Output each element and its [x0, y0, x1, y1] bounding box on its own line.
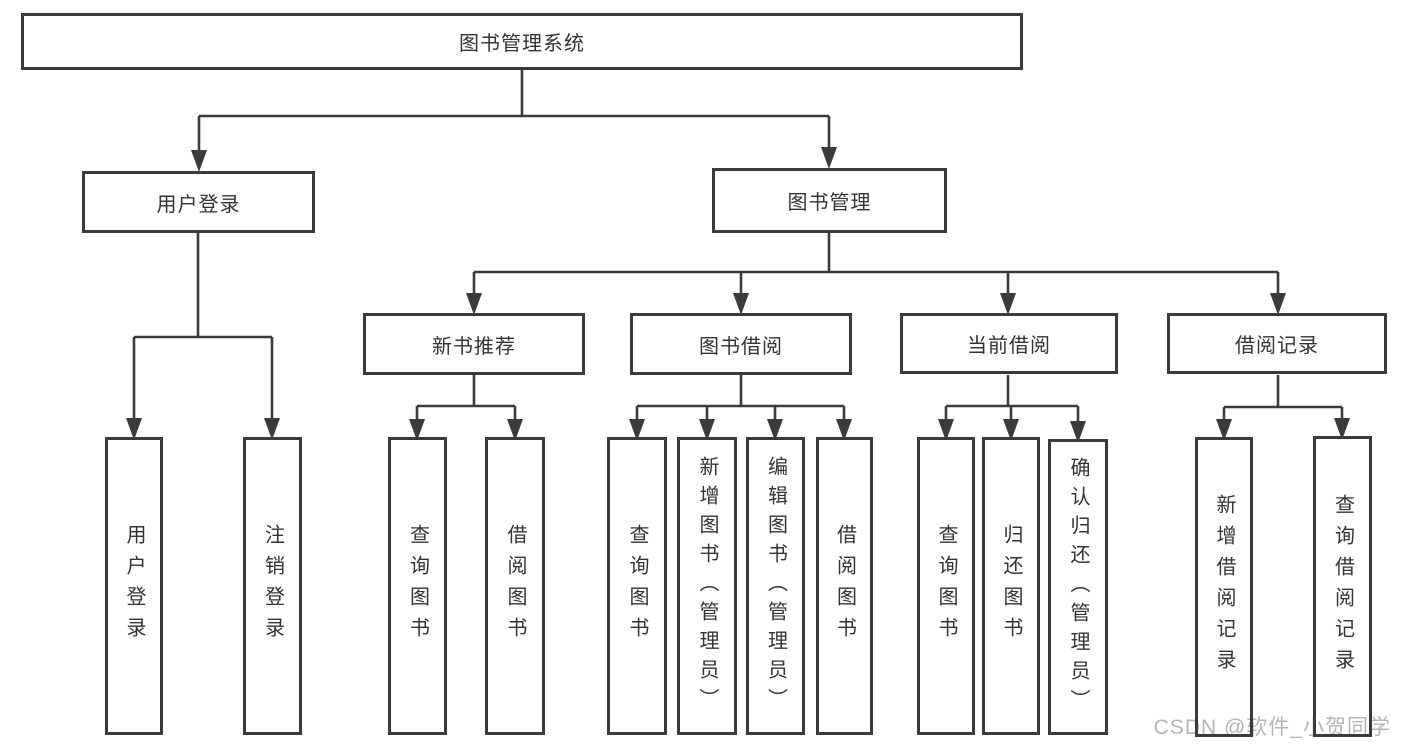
node-current-borrowing: 当前借阅: [900, 313, 1118, 374]
leaf-confirm-return-admin: 确认归还（管理员）: [1048, 439, 1108, 735]
csdn-watermark: CSDN @软件_小贺同学: [1153, 716, 1391, 739]
leaf-user-login: 用户登录: [105, 437, 163, 735]
connector-book-borrowing: [629, 375, 852, 441]
connector-root: [191, 69, 837, 172]
connector-current-borrowing: [938, 375, 1086, 443]
node-user-login: 用户登录: [82, 171, 315, 233]
connector-borrowing-records: [1216, 375, 1350, 441]
leaf-borrow-books-recommend: 借阅图书: [485, 437, 545, 735]
leaf-add-book-admin: 新增图书（管理员）: [677, 437, 737, 735]
leaf-return-book: 归还图书: [982, 437, 1040, 735]
leaf-query-books-current: 查询图书: [917, 437, 975, 735]
node-library-management-system: 图书管理系统: [21, 13, 1023, 70]
connector-book-management: [466, 233, 1286, 315]
leaf-add-borrow-record: 新增借阅记录: [1195, 437, 1253, 737]
node-book-borrowing: 图书借阅: [630, 313, 852, 375]
leaf-borrow-books-borrowing: 借阅图书: [816, 437, 873, 735]
leaf-query-borrow-record: 查询借阅记录: [1313, 436, 1372, 737]
leaf-query-books-borrowing: 查询图书: [607, 437, 667, 735]
node-borrowing-records: 借阅记录: [1167, 313, 1387, 374]
leaf-logout: 注销登录: [243, 437, 302, 735]
leaf-query-books-recommend: 查询图书: [388, 437, 447, 735]
leaf-edit-book-admin: 编辑图书（管理员）: [746, 437, 805, 735]
node-book-management: 图书管理: [712, 168, 947, 233]
connector-user-login: [126, 233, 280, 440]
node-new-book-recommend: 新书推荐: [363, 313, 585, 375]
connector-new-book-recommend: [409, 375, 523, 441]
